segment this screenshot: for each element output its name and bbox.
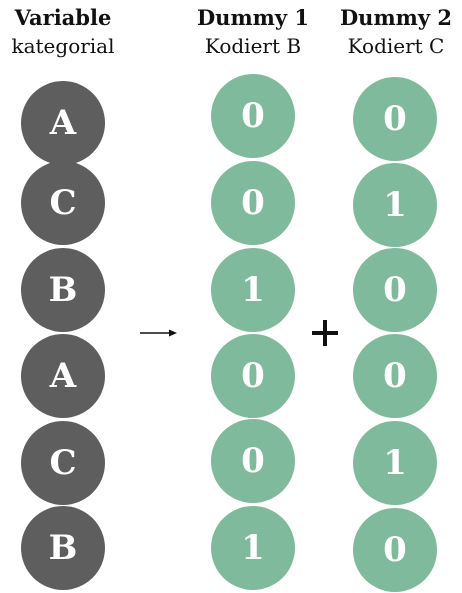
- dummy1-circle: 1: [211, 248, 295, 332]
- dummy2-circle: 0: [353, 334, 437, 418]
- header-variable: Variable kategorial: [0, 4, 126, 60]
- header-dummy1-subtitle: Kodiert B: [204, 34, 302, 58]
- header-variable-subtitle: kategorial: [11, 34, 115, 58]
- header-dummy2-title: Dummy 2: [339, 5, 453, 30]
- category-circle: B: [21, 506, 105, 590]
- category-circle: A: [21, 81, 105, 165]
- dummy1-circle: 0: [211, 334, 295, 418]
- header-dummy2: Dummy 2 Kodiert C: [330, 4, 462, 60]
- category-circle: C: [21, 161, 105, 245]
- dummy1-circle: 1: [211, 506, 295, 590]
- category-circle: C: [21, 421, 105, 505]
- category-circle: A: [21, 334, 105, 418]
- right-arrow-icon: [140, 329, 177, 337]
- dummy2-circle: 0: [353, 77, 437, 161]
- header-dummy1-title: Dummy 1: [196, 5, 310, 30]
- header-dummy2-subtitle: Kodiert C: [347, 34, 445, 58]
- header-variable-title: Variable: [14, 5, 112, 30]
- dummy2-circle: 0: [353, 508, 437, 592]
- dummy2-circle: 1: [353, 163, 437, 247]
- dummy1-circle: 0: [211, 419, 295, 503]
- category-circle: B: [21, 248, 105, 332]
- dummy1-circle: 0: [211, 161, 295, 245]
- dummy2-circle: 0: [353, 248, 437, 332]
- dummy1-circle: 0: [211, 74, 295, 158]
- header-dummy1: Dummy 1 Kodiert B: [188, 4, 318, 60]
- plus-icon: [312, 320, 338, 346]
- dummy2-circle: 1: [353, 421, 437, 505]
